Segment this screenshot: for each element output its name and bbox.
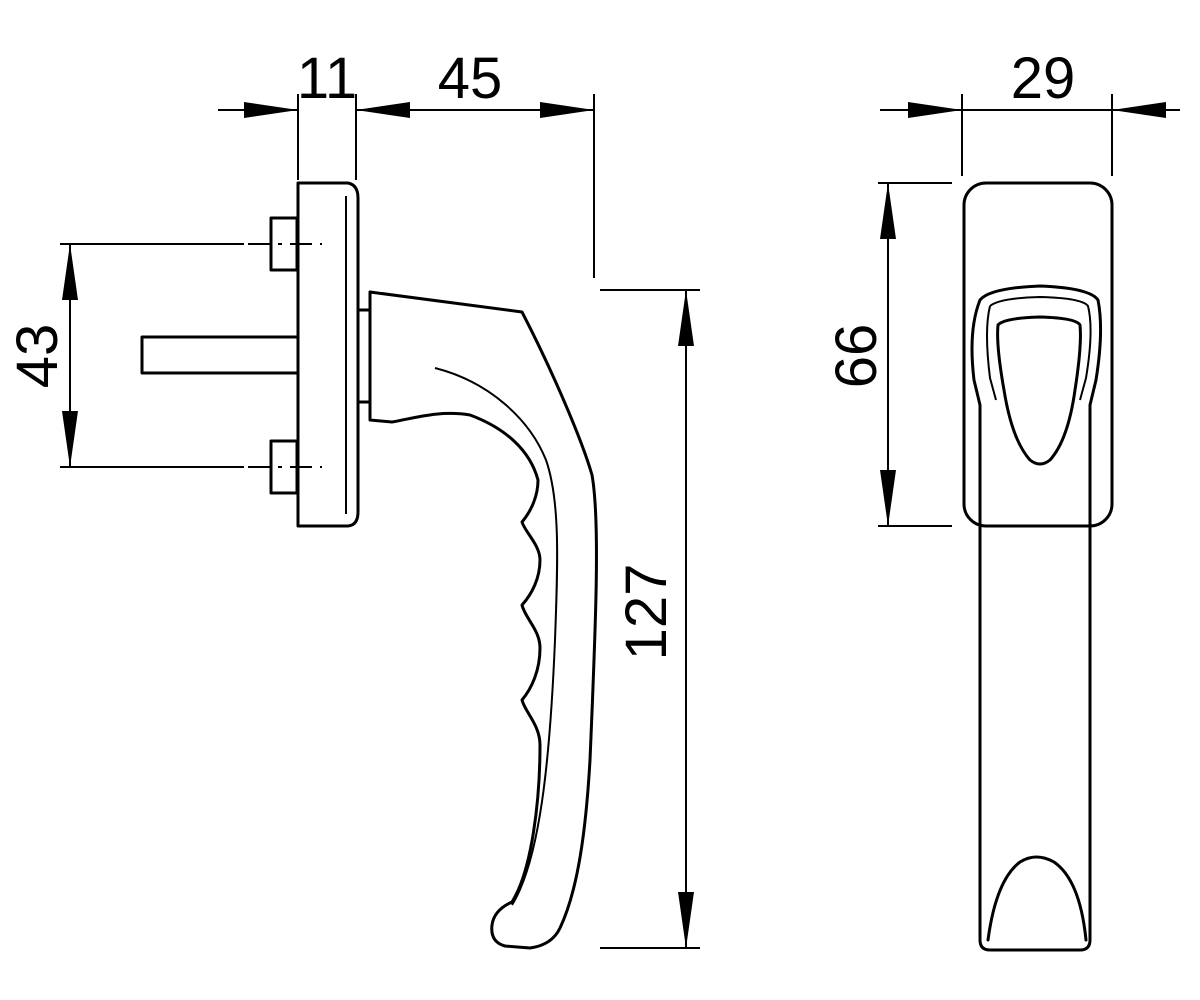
dimension-handle-length: 127	[600, 289, 700, 949]
front-boss-outline	[989, 295, 1092, 401]
dimension-rose-width: 29	[880, 46, 1180, 176]
front-tip-recess	[986, 855, 1088, 942]
front-grip-recess	[996, 315, 1082, 466]
front-rose-plate	[962, 181, 1114, 528]
front-boss-outline-left	[986, 305, 997, 401]
dimension-127-label: 127	[614, 564, 679, 661]
dimension-45-label: 45	[438, 46, 503, 111]
dimension-29-label: 29	[1011, 46, 1076, 111]
dimension-screw-spacing: 43	[5, 243, 244, 468]
rose-plate	[296, 181, 360, 528]
handle-lever	[368, 290, 598, 950]
front-handle-body	[970, 284, 1103, 952]
dimension-43-label: 43	[5, 324, 70, 389]
dimension-11-label: 11	[297, 46, 357, 111]
dimension-handle-projection: 45	[356, 46, 595, 278]
side-view: 43 11 45 127	[5, 46, 700, 950]
front-view: 29 66	[824, 46, 1180, 952]
dimension-66-label: 66	[824, 324, 889, 389]
neck-collar	[356, 308, 372, 404]
handle-inner-contour	[434, 367, 559, 906]
spindle	[140, 335, 300, 375]
dimension-rose-thickness: 11	[218, 46, 410, 180]
dimension-rose-height: 66	[824, 182, 952, 527]
